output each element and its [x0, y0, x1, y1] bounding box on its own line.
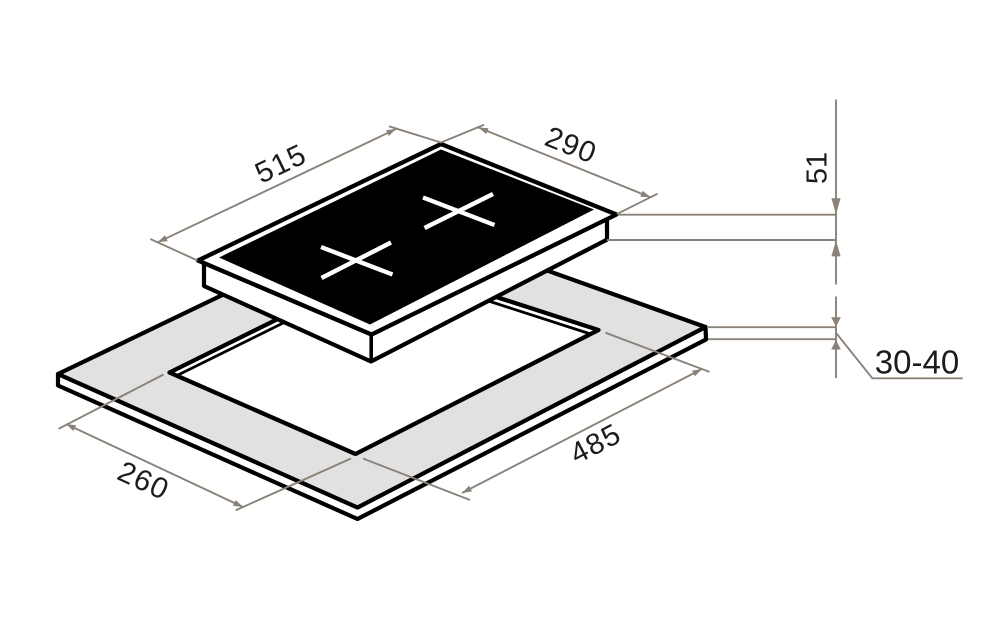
svg-text:51: 51: [802, 152, 834, 184]
svg-text:30-40: 30-40: [875, 344, 959, 381]
